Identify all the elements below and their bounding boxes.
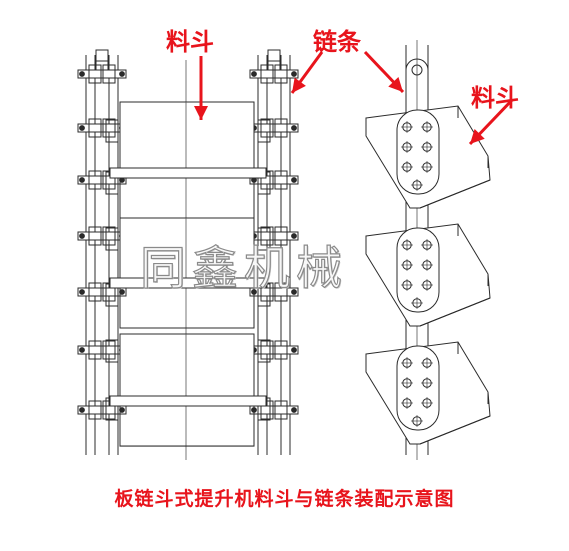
chain-pin-left-1 (78, 124, 126, 132)
chain-pin-left-5 (78, 346, 126, 354)
pin-head-right-1-b (292, 126, 297, 131)
pin-head-left-6-a (80, 408, 85, 413)
pin-head-left-3-a (80, 234, 85, 239)
front-bucket-0 (120, 102, 254, 174)
arrow-chain-front-head (292, 78, 306, 93)
front-bucket-lip-2 (110, 396, 266, 406)
pin-head-right-6-b (292, 408, 297, 413)
chain-pin-right-5 (250, 346, 298, 354)
front-bucket-2 (120, 334, 254, 402)
pin-head-right-0-b (292, 72, 297, 77)
pin-head-left-4-a (80, 290, 85, 295)
pin-head-left-5-a (80, 348, 85, 353)
front-bucket-back-0 (120, 178, 254, 218)
chain-pin-right-6 (250, 406, 298, 414)
pin-head-right-5-b (292, 348, 297, 353)
chain-pin-left-6 (78, 406, 126, 414)
watermark-text: 同鑫机械 (140, 232, 348, 298)
pin-head-right-0-a (252, 72, 257, 77)
chain-pin-left-4 (78, 288, 126, 296)
chain-pin-left-3 (78, 232, 126, 240)
chain-pin-left-0 (78, 70, 126, 78)
pin-head-left-1-a (80, 126, 85, 131)
label-chain: 链条 (313, 22, 361, 57)
chain-pin-right-0 (250, 70, 298, 78)
label-bucket-front: 料斗 (166, 22, 214, 57)
pin-head-left-0-a (80, 72, 85, 77)
chain-pin-right-1 (250, 124, 298, 132)
pin-head-left-2-a (80, 178, 85, 183)
front-bucket-back-2 (120, 406, 254, 446)
pin-head-left-0-b (120, 72, 125, 77)
front-bucket-lip-0 (110, 168, 266, 178)
pin-head-right-2-b (292, 178, 297, 183)
diagram-caption: 板链斗式提升机料斗与链条装配示意图 (0, 484, 569, 511)
label-bucket-side: 料斗 (471, 78, 519, 113)
